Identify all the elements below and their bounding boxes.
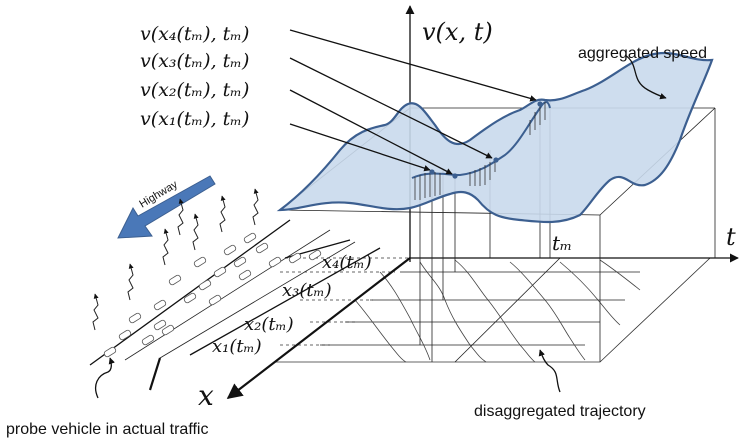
- label-v-x4: v(x₄(tₘ), tₘ): [140, 23, 249, 45]
- trajectory-curve: [379, 271, 431, 361]
- label-v-x2: v(x₂(tₘ), tₘ): [140, 79, 249, 101]
- trajectory-curve: [599, 259, 641, 291]
- vehicle-group: [103, 232, 322, 358]
- highway-direction-arrow: [117, 175, 216, 239]
- vehicle-icon: [268, 256, 282, 268]
- probe-signal-icon: [219, 195, 226, 233]
- label-arrows: [94, 29, 667, 399]
- trajectory-curve: [509, 261, 586, 361]
- probe-signal-icon: [192, 213, 199, 251]
- probe-signal-icon: [127, 263, 134, 301]
- vehicle-icon: [141, 334, 155, 346]
- vehicle-icon: [198, 279, 212, 291]
- road-edge-left: [89, 219, 291, 366]
- ground-plane: [273, 257, 712, 363]
- label-x-axis: x: [198, 379, 214, 412]
- road-edge-right: [189, 247, 381, 356]
- vehicle-icon: [243, 232, 257, 244]
- sample-point-x2: [452, 173, 458, 179]
- vehicle-icon: [128, 312, 142, 324]
- label-t-axis: t: [726, 223, 736, 251]
- label-aggregated-speed: aggregated speed: [578, 45, 707, 62]
- trajectory-curve: [419, 261, 487, 363]
- road-lane-line: [159, 241, 356, 359]
- vehicle-icon: [183, 292, 197, 304]
- trajectory-curve: [354, 299, 407, 363]
- label-v-x3: v(x₃(tₘ), tₘ): [140, 50, 249, 72]
- label-x2: x₂(tₘ): [244, 314, 294, 335]
- vehicle-icon: [223, 244, 237, 256]
- vehicle-icon: [208, 294, 222, 306]
- speed-surface: [276, 51, 714, 224]
- v4-arrow: [289, 29, 537, 102]
- vehicle-icon: [213, 266, 227, 278]
- road-lane-line: [124, 229, 331, 361]
- blue-arrow-icon: [117, 175, 216, 239]
- aggregated-speed-pointer: [624, 54, 667, 100]
- trajectory-curve: [559, 261, 621, 326]
- vehicle-icon: [193, 256, 207, 268]
- trajectory-curve: [454, 259, 536, 363]
- label-probe-vehicle: probe vehicle in actual traffic: [6, 421, 208, 438]
- sample-point-x1: [429, 169, 435, 175]
- label-v-x1: v(x₁(tₘ), tₘ): [140, 108, 249, 130]
- vehicle-icon: [255, 242, 269, 254]
- vehicle-icon: [233, 256, 247, 268]
- vehicle-icon: [153, 299, 167, 311]
- v3-arrow: [289, 57, 493, 159]
- label-disaggregated-trajectory: disaggregated trajectory: [474, 403, 646, 420]
- sample-point-x3: [493, 157, 499, 163]
- vehicle-icon: [168, 274, 182, 286]
- label-tm: tₘ: [552, 231, 572, 255]
- probe-signal-icon: [162, 228, 169, 266]
- x-axis: [226, 257, 411, 399]
- highway: [89, 219, 381, 391]
- tm-ground-line: [454, 257, 561, 363]
- probe-signal-icon: [252, 188, 259, 226]
- probe-pointer: [94, 357, 115, 399]
- road-end-mark: [148, 357, 162, 391]
- probe-signal-group: [92, 188, 259, 331]
- aggregated-speed-surface: [276, 51, 714, 224]
- label-x4: x₄(tₘ): [322, 252, 372, 273]
- space-time-plane: [273, 257, 712, 363]
- probe-signal-icon: [177, 198, 184, 236]
- vehicle-icon: [118, 329, 132, 341]
- vehicle-icon: [308, 249, 322, 261]
- trajectory-pointer: [538, 349, 561, 393]
- v1-arrow: [289, 123, 431, 172]
- vehicle-icon: [288, 252, 302, 264]
- vehicle-icon: [238, 269, 252, 281]
- sample-point-x4: [537, 101, 543, 107]
- label-x1: x₁(tₘ): [212, 336, 262, 357]
- probe-signal-icon: [92, 293, 99, 331]
- vehicle-icon: [153, 319, 167, 331]
- label-v-axis: v(x, t): [422, 18, 493, 46]
- vehicle-icon: [161, 324, 175, 336]
- vehicle-icon: [103, 346, 117, 358]
- v2-arrow: [289, 89, 453, 175]
- label-x3: x₃(tₘ): [282, 280, 332, 301]
